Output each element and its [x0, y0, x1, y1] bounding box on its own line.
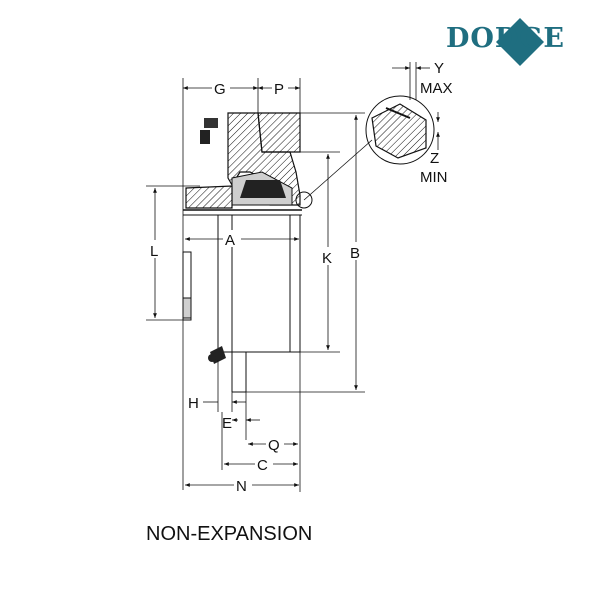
dimension-lines — [146, 62, 440, 492]
dim-label-a: A — [225, 232, 235, 249]
dim-note-max: MAX — [420, 80, 453, 97]
roller — [240, 180, 286, 198]
set-screw — [200, 130, 210, 144]
dim-label-q: Q — [268, 437, 280, 454]
dim-label-h: H — [188, 395, 199, 412]
drawing-caption: NON-EXPANSION — [146, 523, 312, 545]
dim-label-n: N — [236, 478, 247, 495]
dim-label-z: Z — [430, 150, 439, 167]
dim-label-g: G — [214, 81, 226, 98]
logo-diamond — [496, 18, 544, 66]
detail-circle — [365, 95, 435, 165]
dodge-logo: DODGE — [446, 18, 565, 66]
dim-label-k: K — [322, 250, 332, 267]
dimension-labels: G P A L K B H E Q C N Y MAX Z MIN — [148, 60, 453, 495]
dim-label-b: B — [350, 245, 360, 262]
dim-label-e: E — [222, 415, 232, 432]
dim-label-y: Y — [434, 60, 444, 77]
dim-label-c: C — [257, 457, 268, 474]
bearing-cross-section — [182, 112, 302, 393]
locking-collar — [185, 185, 233, 209]
dim-label-p: P — [274, 81, 284, 98]
housing-body — [217, 214, 301, 353]
set-screw-head — [204, 118, 218, 128]
dim-label-l: L — [150, 243, 158, 260]
grease-fitting — [208, 346, 226, 364]
logo-text: DODGE — [446, 23, 565, 54]
detail-view — [295, 95, 435, 209]
flange-block — [257, 112, 301, 153]
dim-note-min: MIN — [420, 169, 448, 186]
